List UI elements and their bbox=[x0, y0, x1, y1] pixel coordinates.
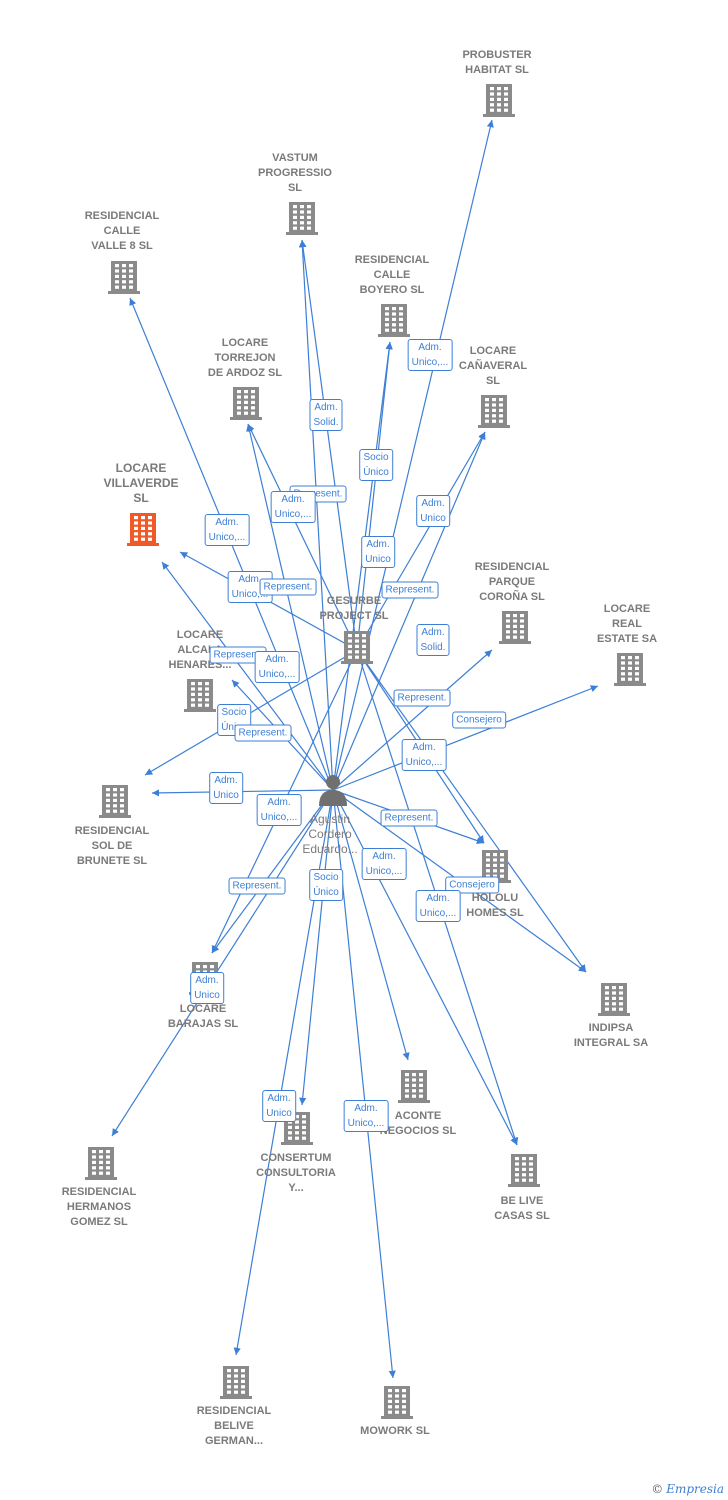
edge-label-13[interactable]: Adm. Unico,... bbox=[254, 651, 300, 683]
edge-label-4[interactable]: Adm. Unico,... bbox=[270, 491, 316, 523]
building-icon-alcala[interactable] bbox=[184, 679, 216, 712]
person-icon[interactable] bbox=[319, 775, 347, 806]
building-icon-probuster[interactable] bbox=[483, 84, 515, 117]
building-icon-canaveral[interactable] bbox=[478, 395, 510, 428]
node-label-aconte[interactable]: ACONTE NEGOCIOS SL bbox=[379, 1110, 457, 1137]
building-icon-vastum[interactable] bbox=[286, 202, 318, 235]
building-icon-belive[interactable] bbox=[508, 1154, 540, 1187]
edge-label-3[interactable]: Socio Único bbox=[359, 449, 393, 481]
node-label-brunete[interactable]: RESIDENCIAL SOL DE BRUNETE SL bbox=[74, 825, 150, 867]
edge-label-6[interactable]: Adm. Unico,... bbox=[204, 514, 250, 546]
edge-line-22 bbox=[356, 431, 486, 651]
edge-line-1 bbox=[298, 239, 334, 791]
copyright-icon: © bbox=[651, 1482, 664, 1496]
edge-label-9[interactable]: Represent. bbox=[259, 578, 317, 596]
building-icon-villaverde[interactable] bbox=[127, 513, 159, 546]
person-label[interactable]: Agustin Cordero Eduardo... bbox=[302, 812, 358, 856]
node-label-realestate[interactable]: LOCARE REAL ESTATE SA bbox=[596, 603, 658, 645]
footer-brand[interactable]: ©Empresia bbox=[651, 1482, 724, 1496]
edge-label-22[interactable]: Adm. Unico,... bbox=[361, 848, 407, 880]
building-icon-aconte[interactable] bbox=[398, 1070, 430, 1103]
edge-label-18[interactable]: Adm. Unico,... bbox=[401, 739, 447, 771]
building-icon-consertum[interactable] bbox=[281, 1112, 313, 1145]
node-label-villaverde[interactable]: LOCARE VILLAVERDE SL bbox=[103, 461, 179, 505]
edge-line-16 bbox=[111, 789, 334, 1137]
node-label-mowork[interactable]: MOWORK SL bbox=[360, 1425, 430, 1437]
node-label-hermanos[interactable]: RESIDENCIAL HERMANOS GOMEZ SL bbox=[61, 1186, 137, 1228]
edge-label-19[interactable]: Adm. Unico bbox=[209, 772, 243, 804]
node-label-hololu[interactable]: HOLOLU HOMES SL bbox=[466, 892, 524, 919]
brand-logo: Empresia bbox=[666, 1482, 724, 1496]
edge-line-14 bbox=[299, 789, 334, 1106]
edge-label-21[interactable]: Represent. bbox=[380, 809, 438, 827]
node-label-barajas[interactable]: LOCARE BARAJAS SL bbox=[167, 1003, 239, 1030]
edge-label-28[interactable]: Adm. Unico bbox=[262, 1090, 296, 1122]
building-icon-indipsa[interactable] bbox=[598, 983, 630, 1016]
node-label-gesurbe[interactable]: GESURBE PROJECT SL bbox=[319, 595, 389, 622]
node-label-belive[interactable]: BE LIVE CASAS SL bbox=[494, 1195, 550, 1222]
edge-line-21 bbox=[356, 341, 393, 651]
node-label-vastum[interactable]: VASTUM PROGRESSIO SL bbox=[258, 152, 332, 194]
edge-line-9 bbox=[332, 685, 599, 791]
building-icon-realestate[interactable] bbox=[614, 653, 646, 686]
edge-label-25[interactable]: Socio Único bbox=[309, 869, 343, 901]
edge-line-6 bbox=[161, 561, 334, 791]
building-icon-corona[interactable] bbox=[499, 611, 531, 644]
edge-line-25 bbox=[144, 649, 358, 776]
edge-label-5[interactable]: Adm. Unico bbox=[361, 536, 395, 568]
building-icon-torrejon[interactable] bbox=[230, 387, 262, 420]
edge-line-13 bbox=[332, 789, 410, 1061]
edge-line-12 bbox=[211, 789, 334, 954]
edge-label-10[interactable]: Represent. bbox=[381, 581, 439, 599]
edge-label-15[interactable]: Consejero bbox=[452, 711, 506, 729]
edge-label-7[interactable]: Adm. Unico bbox=[416, 495, 450, 527]
edge-label-24[interactable]: Consejero bbox=[445, 876, 499, 894]
building-icon-calle8[interactable] bbox=[108, 261, 140, 294]
edge-label-27[interactable]: Adm. Unico bbox=[190, 972, 224, 1004]
edge-label-11[interactable]: Adm. Solid. bbox=[416, 624, 450, 656]
edge-label-17[interactable]: Represent. bbox=[234, 724, 292, 742]
edge-line-23 bbox=[247, 423, 358, 651]
node-label-german[interactable]: RESIDENCIAL BELIVE GERMAN... bbox=[196, 1405, 272, 1447]
edge-label-1[interactable]: Adm. Solid. bbox=[309, 399, 343, 431]
edge-line-18 bbox=[332, 789, 396, 1379]
node-label-indipsa[interactable]: INDIPSA INTEGRAL SA bbox=[573, 1022, 649, 1049]
edges-layer bbox=[111, 119, 599, 1379]
building-icon-brunete[interactable] bbox=[99, 785, 131, 818]
node-label-corona[interactable]: RESIDENCIAL PARQUE COROÑA SL bbox=[474, 561, 550, 603]
node-label-canaveral[interactable]: LOCARE CAÑAVERAL SL bbox=[458, 345, 528, 387]
edge-label-14[interactable]: Represent. bbox=[393, 689, 451, 707]
edge-label-26[interactable]: Adm. Unico,... bbox=[415, 890, 461, 922]
node-label-boyero[interactable]: RESIDENCIAL CALLE BOYERO SL bbox=[354, 254, 430, 296]
building-icon-gesurbe[interactable] bbox=[341, 631, 373, 664]
edge-label-29[interactable]: Adm. Unico,... bbox=[343, 1100, 389, 1132]
building-icon-mowork[interactable] bbox=[381, 1386, 413, 1419]
node-label-consertum[interactable]: CONSERTUM CONSULTORIA Y... bbox=[256, 1152, 336, 1194]
edge-line-0 bbox=[332, 119, 494, 791]
node-label-probuster[interactable]: PROBUSTER HABITAT SL bbox=[462, 49, 532, 76]
building-icon-boyero[interactable] bbox=[378, 304, 410, 337]
building-icon-german[interactable] bbox=[220, 1366, 252, 1399]
edge-line-3 bbox=[332, 431, 486, 791]
edge-label-20[interactable]: Adm. Unico,... bbox=[256, 794, 302, 826]
edge-line-19 bbox=[332, 649, 493, 791]
node-label-torrejon[interactable]: LOCARE TORREJON DE ARDOZ SL bbox=[207, 337, 283, 379]
edge-label-0[interactable]: Adm. Unico,... bbox=[407, 339, 453, 371]
building-icon-hermanos[interactable] bbox=[85, 1147, 117, 1180]
edge-label-23[interactable]: Represent. bbox=[228, 877, 286, 895]
node-label-calle8[interactable]: RESIDENCIAL CALLE VALLE 8 SL bbox=[84, 210, 160, 252]
edge-line-20 bbox=[299, 239, 358, 651]
